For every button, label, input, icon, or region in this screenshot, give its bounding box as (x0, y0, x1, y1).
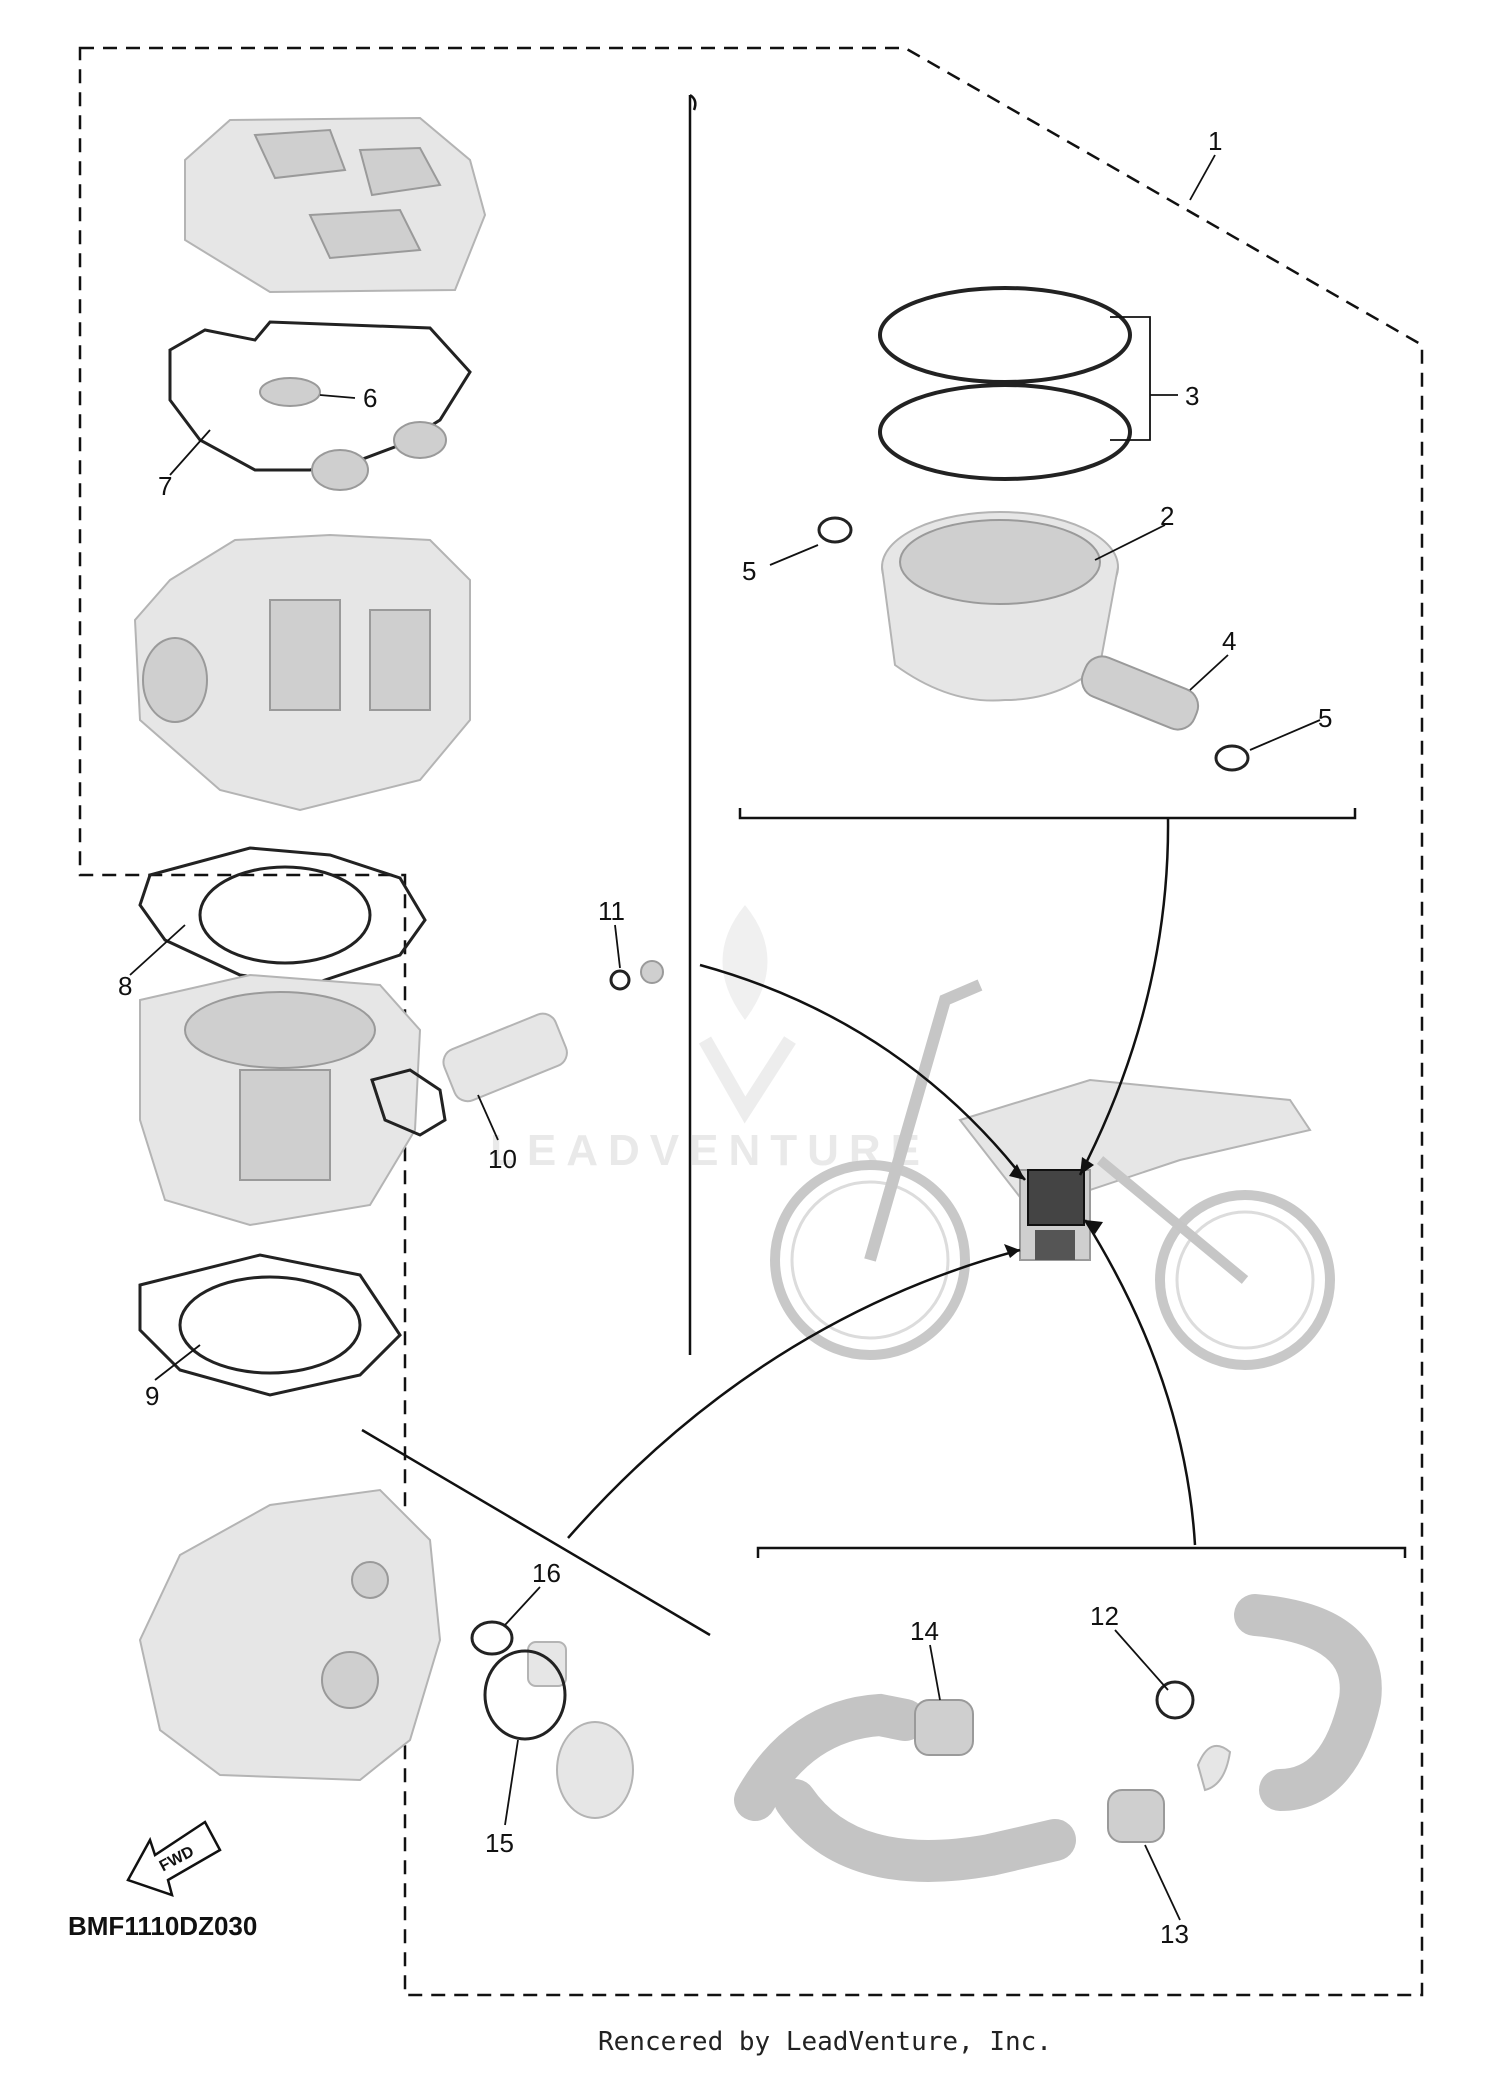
hose-joints (914, 1680, 1232, 1843)
callout-2: 2 (1160, 501, 1174, 531)
water-pump-parts (470, 1620, 634, 1819)
diagram-code: BMF1110DZ030 (68, 1911, 257, 1941)
callout-10: 10 (488, 1144, 517, 1174)
callout-13: 13 (1160, 1919, 1189, 1949)
motorcycle-illustration (770, 979, 1335, 1370)
callout-15: 15 (485, 1828, 514, 1858)
footer-credit: Rencered by LeadVenture, Inc. (598, 2027, 1052, 2057)
callout-9: 9 (145, 1381, 159, 1411)
callout-7: 7 (158, 471, 172, 501)
callout-4: 4 (1222, 626, 1236, 656)
callout-12: 12 (1090, 1601, 1119, 1631)
callout-5a: 5 (742, 556, 756, 586)
cam-chain-tensioner (370, 960, 664, 1137)
callout-11: 11 (598, 896, 625, 926)
callout-16: 16 (532, 1558, 561, 1588)
cylinder-base-gasket (138, 1253, 402, 1397)
radiator-hose-upper (1234, 1594, 1382, 1811)
arrow-waterpump (567, 1248, 1021, 1539)
cylinder-head (184, 116, 487, 294)
callout-5b: 5 (1318, 703, 1332, 733)
callout-3: 3 (1185, 381, 1199, 411)
cylinder-head-gasket (138, 846, 427, 987)
waterpump-bracket (361, 1428, 711, 1637)
arrow-cylinder (699, 963, 1026, 1181)
piston-pin (1080, 655, 1200, 731)
water-pump-cover (138, 1488, 442, 1782)
arrow-hoses (1083, 1219, 1197, 1546)
head-cover-gasket (168, 320, 472, 491)
callout-14: 14 (910, 1616, 939, 1646)
callout-8: 8 (118, 971, 132, 1001)
piston-group-bracket (738, 808, 1357, 820)
piston-pin-clips (817, 516, 1250, 772)
hose-group-bracket (756, 1546, 1407, 1558)
kit-outline (78, 46, 1424, 1997)
fwd-arrow-icon: FWD (126, 1820, 222, 1897)
radiator-hose-lower (734, 1693, 1076, 1882)
cylinder-head-body (133, 533, 471, 812)
callout-1: 1 (1208, 126, 1222, 156)
callout-6: 6 (363, 383, 377, 413)
piston-rings (878, 286, 1132, 481)
arrow-piston (1078, 817, 1170, 1176)
piston (881, 511, 1119, 702)
callout-leaders (129, 154, 1321, 1921)
cylinder (139, 973, 422, 1227)
